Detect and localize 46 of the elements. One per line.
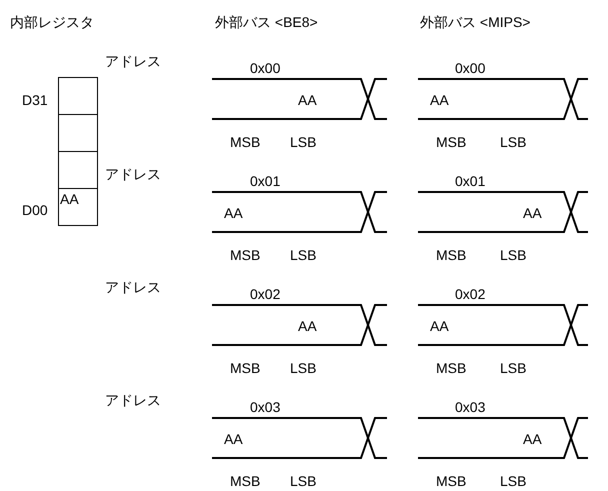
address-label: アドレス — [105, 53, 161, 69]
bit-order-label: MSB — [436, 360, 466, 376]
bit-order-label: LSB — [500, 473, 526, 489]
register-cell — [58, 188, 98, 226]
address-value: 0x02 — [455, 286, 486, 302]
data-byte: AA — [298, 92, 317, 108]
address-value: 0x01 — [250, 173, 280, 189]
bit-order-label: MSB — [436, 134, 466, 150]
address-label: アドレス — [105, 392, 161, 408]
address-value: 0x01 — [455, 173, 486, 189]
column-heading: 内部レジスタ — [10, 14, 94, 30]
address-label: アドレス — [105, 166, 161, 182]
bit-order-label: LSB — [500, 247, 526, 263]
register-cell — [58, 114, 98, 152]
data-byte: AA — [224, 431, 243, 447]
data-byte: AA — [523, 431, 542, 447]
register-cell — [58, 151, 98, 189]
bit-order-label: MSB — [436, 473, 466, 489]
address-value: 0x03 — [250, 399, 280, 415]
bit-order-label: MSB — [230, 473, 260, 489]
bit-order-label: LSB — [290, 360, 316, 376]
data-byte: AA — [224, 205, 243, 221]
bit-order-label: LSB — [290, 134, 316, 150]
register-value: AA — [60, 191, 79, 207]
bit-label: D00 — [22, 202, 48, 218]
data-byte: AA — [523, 205, 542, 221]
register-cell — [58, 77, 98, 115]
bit-order-label: LSB — [500, 360, 526, 376]
bit-order-label: MSB — [230, 247, 260, 263]
bit-order-label: LSB — [290, 473, 316, 489]
bit-label: D31 — [22, 92, 48, 108]
bit-order-label: MSB — [230, 360, 260, 376]
data-byte: AA — [430, 318, 449, 334]
address-value: 0x03 — [455, 399, 486, 415]
column-heading: 外部バス <MIPS> — [420, 14, 530, 30]
data-byte: AA — [430, 92, 449, 108]
bit-order-label: LSB — [500, 134, 526, 150]
column-heading: 外部バス <BE8> — [215, 14, 318, 30]
bit-order-label: LSB — [290, 247, 316, 263]
bit-order-label: MSB — [436, 247, 466, 263]
address-value: 0x00 — [455, 60, 486, 76]
address-label: アドレス — [105, 279, 161, 295]
address-value: 0x02 — [250, 286, 280, 302]
data-byte: AA — [298, 318, 317, 334]
address-value: 0x00 — [250, 60, 280, 76]
bit-order-label: MSB — [230, 134, 260, 150]
